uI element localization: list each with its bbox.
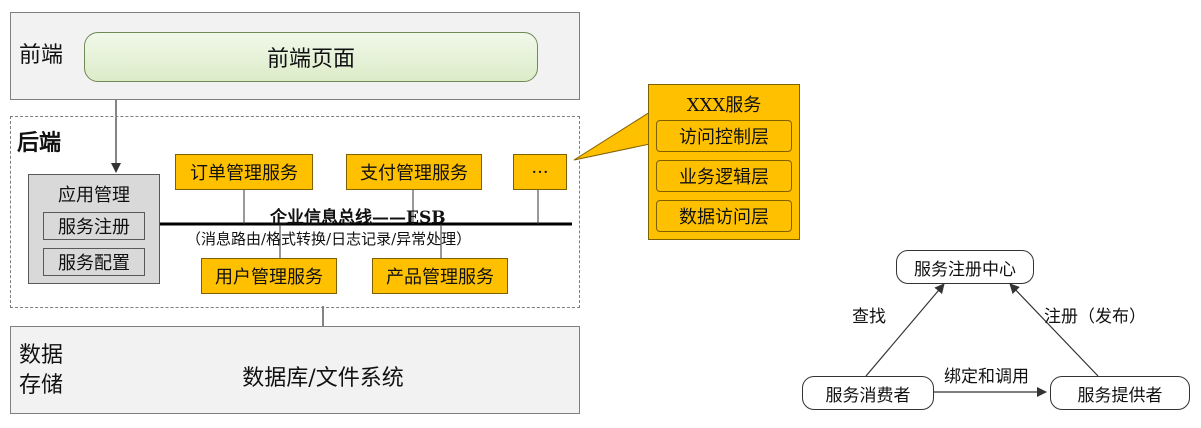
register-arrow xyxy=(1009,283,1099,377)
service-configuration-item: 服务配置 xyxy=(43,248,145,276)
service-provider: 服务提供者 xyxy=(1050,376,1190,410)
more-services: ··· xyxy=(513,154,567,190)
frontend-page: 前端页面 xyxy=(84,32,538,82)
user-management-service: 用户管理服务 xyxy=(201,258,337,294)
bind-label: 绑定和调用 xyxy=(944,367,1029,387)
frontend-layer-label: 前端 xyxy=(19,43,64,68)
service-registry-center: 服务注册中心 xyxy=(896,250,1034,284)
order-management-service: 订单管理服务 xyxy=(175,154,313,190)
service-consumer: 服务消费者 xyxy=(802,376,934,410)
xxx-service-title: XXX服务 xyxy=(686,95,762,116)
esb-subtitle: （消息路由/格式转换/日志记录/异常处理） xyxy=(186,230,472,248)
backend-container: 后端 xyxy=(10,116,580,308)
find-arrow xyxy=(865,283,945,377)
service-registration-item: 服务注册 xyxy=(43,212,145,240)
callout-pointer xyxy=(573,111,651,161)
storage-layer: 数据 存储 xyxy=(10,326,580,414)
storage-layer-label-line1: 数据 xyxy=(19,343,64,368)
app-management-title: 应用管理 xyxy=(58,185,130,206)
business-logic-layer: 业务逻辑层 xyxy=(656,160,792,192)
find-label: 查找 xyxy=(852,307,886,327)
database-label: 数据库/文件系统 xyxy=(242,366,404,391)
backend-layer-label: 后端 xyxy=(17,130,62,156)
register-label: 注册（发布） xyxy=(1044,307,1146,327)
esb-title: 企业信息总线——ESB xyxy=(270,208,446,228)
storage-layer-label-line2: 存储 xyxy=(19,373,64,398)
access-control-layer: 访问控制层 xyxy=(656,120,792,152)
product-management-service: 产品管理服务 xyxy=(372,258,508,294)
payment-management-service: 支付管理服务 xyxy=(346,154,482,190)
data-access-layer: 数据访问层 xyxy=(656,200,792,232)
